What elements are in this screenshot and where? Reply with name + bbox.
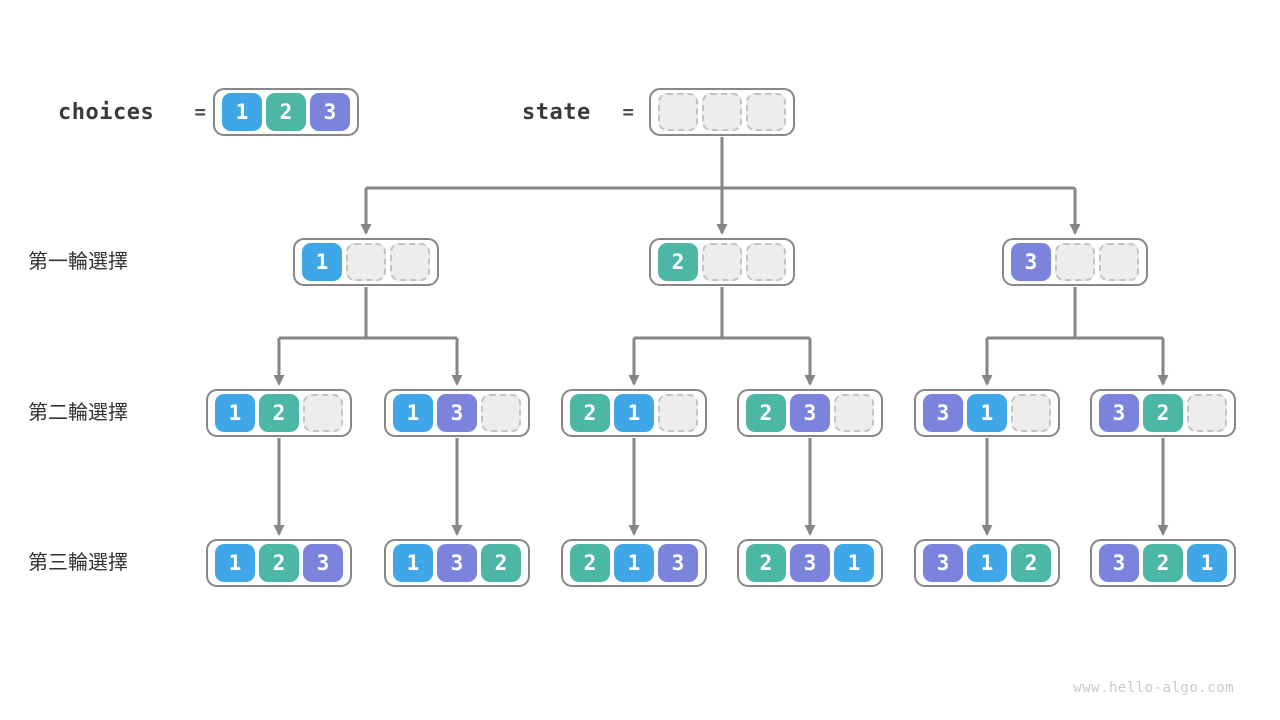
- empty-slot: [390, 243, 430, 281]
- choice-cell-3: 3: [790, 394, 830, 432]
- empty-slot: [834, 394, 874, 432]
- choice-cell-2: 2: [259, 544, 299, 582]
- empty-slot: [702, 243, 742, 281]
- choice-cell-3: 3: [303, 544, 343, 582]
- choice-cell-3: 3: [437, 394, 477, 432]
- empty-slot: [346, 243, 386, 281]
- choice-cell-1: 1: [215, 544, 255, 582]
- choice-cell-1: 1: [614, 394, 654, 432]
- choice-cell-1: 1: [967, 544, 1007, 582]
- watermark: www.hello-algo.com: [1073, 680, 1234, 696]
- choice-cell-3: 3: [437, 544, 477, 582]
- choice-cell-1: 1: [1187, 544, 1227, 582]
- state-box-round1-1: 1: [293, 238, 439, 286]
- choice-cell-1: 1: [302, 243, 342, 281]
- empty-slot: [658, 93, 698, 131]
- choice-cell-1: 1: [222, 93, 262, 131]
- empty-slot: [658, 394, 698, 432]
- empty-slot: [303, 394, 343, 432]
- round-2-label: 第二輪選擇: [28, 402, 128, 424]
- choices-label: choices: [58, 99, 155, 125]
- empty-slot: [746, 93, 786, 131]
- choice-cell-2: 2: [746, 544, 786, 582]
- empty-slot: [1055, 243, 1095, 281]
- choice-cell-1: 1: [393, 394, 433, 432]
- choice-cell-2: 2: [266, 93, 306, 131]
- choice-cell-2: 2: [658, 243, 698, 281]
- round-3-label: 第三輪選擇: [28, 552, 128, 574]
- round-1-label: 第一輪選擇: [28, 251, 128, 273]
- state-declaration: state =: [522, 88, 634, 136]
- choice-cell-2: 2: [746, 394, 786, 432]
- state-equals-sign: =: [622, 101, 634, 123]
- choice-cell-3: 3: [1099, 394, 1139, 432]
- choices-equals-sign: =: [194, 101, 206, 123]
- choice-cell-3: 3: [923, 394, 963, 432]
- state-label: state: [522, 99, 591, 125]
- choice-cell-2: 2: [570, 544, 610, 582]
- choice-cell-1: 1: [834, 544, 874, 582]
- choice-cell-1: 1: [215, 394, 255, 432]
- choice-cell-2: 2: [1143, 394, 1183, 432]
- empty-slot: [1099, 243, 1139, 281]
- choice-cell-1: 1: [614, 544, 654, 582]
- choice-cell-3: 3: [790, 544, 830, 582]
- state-box-round1-2: 2: [649, 238, 795, 286]
- choice-cell-3: 3: [1011, 243, 1051, 281]
- choice-cell-2: 2: [481, 544, 521, 582]
- choice-cell-3: 3: [1099, 544, 1139, 582]
- choice-cell-2: 2: [570, 394, 610, 432]
- empty-slot: [481, 394, 521, 432]
- empty-slot: [1187, 394, 1227, 432]
- state-box-round1-3: 3: [1002, 238, 1148, 286]
- choice-cell-1: 1: [393, 544, 433, 582]
- choice-cell-3: 3: [310, 93, 350, 131]
- choices-declaration: choices =: [58, 88, 206, 136]
- choice-cell-1: 1: [967, 394, 1007, 432]
- state-box: [649, 88, 795, 136]
- empty-slot: [702, 93, 742, 131]
- choice-cell-2: 2: [1143, 544, 1183, 582]
- empty-slot: [1011, 394, 1051, 432]
- choice-cell-3: 3: [658, 544, 698, 582]
- choice-cell-2: 2: [1011, 544, 1051, 582]
- choice-cell-3: 3: [923, 544, 963, 582]
- choice-cell-2: 2: [259, 394, 299, 432]
- empty-slot: [746, 243, 786, 281]
